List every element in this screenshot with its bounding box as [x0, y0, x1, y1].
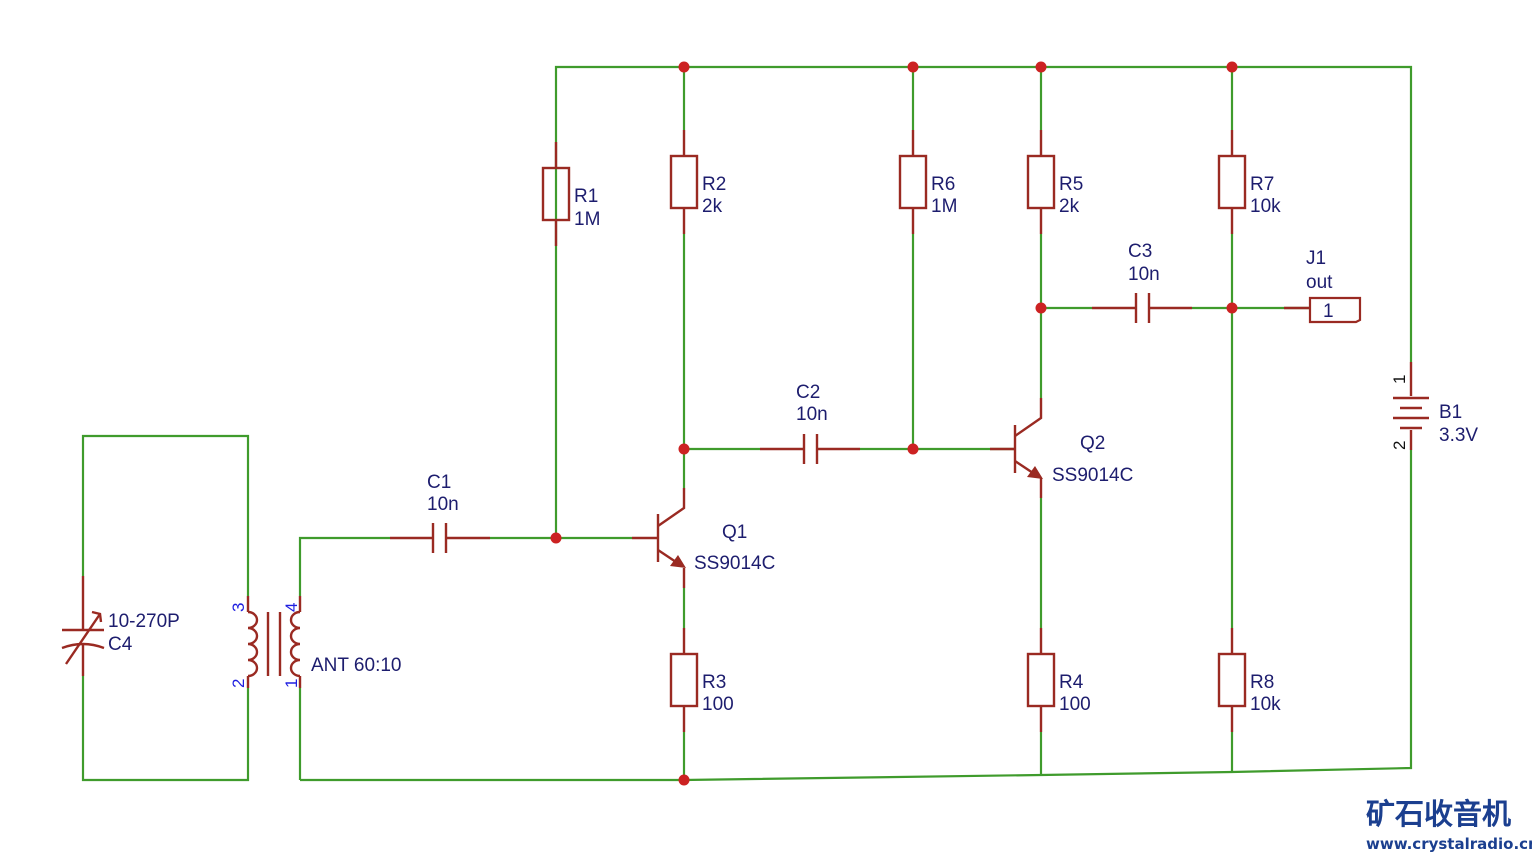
junction — [678, 774, 690, 786]
q2-name: Q2 — [1080, 433, 1105, 454]
wire-coil-c1 — [298, 536, 390, 596]
b1-name: B1 — [1439, 402, 1462, 423]
r2-name: R2 — [702, 174, 726, 195]
r2-value: 2k — [702, 196, 723, 217]
c4-value: 10-270P — [108, 611, 180, 632]
wire-gnd-rail — [300, 450, 1413, 782]
resistor-r3: R3 100 — [669, 628, 734, 732]
b1-pin-2: 2 — [1390, 441, 1409, 450]
c2-name: C2 — [796, 382, 820, 403]
c3-name: C3 — [1128, 241, 1152, 262]
q1-value: SS9014C — [694, 553, 775, 574]
junction — [678, 61, 690, 73]
c1-value: 10n — [427, 494, 459, 515]
capacitor-c1: C1 10n — [390, 472, 490, 553]
b1-pin-1: 1 — [1390, 375, 1409, 384]
watermark-url: www.crystalradio.cn — [1366, 835, 1532, 853]
c1-name: C1 — [427, 472, 451, 493]
t1-pin-1: 1 — [282, 679, 301, 688]
junction — [1035, 302, 1047, 314]
variable-capacitor-c4: 10-270P C4 — [61, 576, 180, 676]
r5-name: R5 — [1059, 174, 1083, 195]
r7-value: 10k — [1250, 196, 1281, 217]
resistor-r2: R2 2k — [669, 130, 726, 234]
resistor-r7: R7 10k — [1217, 130, 1281, 234]
junction — [1226, 302, 1238, 314]
capacitor-c3: C3 10n — [1092, 241, 1192, 323]
t1-pin-4: 4 — [282, 603, 301, 612]
r3-value: 100 — [702, 694, 734, 715]
r6-value: 1M — [931, 196, 957, 217]
junction — [1035, 61, 1047, 73]
watermark-title: 矿石收音机 — [1366, 797, 1511, 831]
r1-value: 1M — [574, 209, 600, 230]
r7-name: R7 — [1250, 174, 1274, 195]
junction — [1226, 61, 1238, 73]
r8-name: R8 — [1250, 672, 1274, 693]
junction — [907, 61, 919, 73]
battery-b1: 1 2 B1 3.3V — [1390, 362, 1478, 450]
wires — [81, 65, 1413, 782]
connector-j1: 1 J1 out — [1284, 248, 1362, 324]
wire-tank-loop — [81, 434, 250, 596]
junctions — [550, 61, 1238, 786]
capacitor-c2: C2 10n — [760, 382, 860, 464]
t1-pin-2: 2 — [229, 679, 248, 688]
j1-name: J1 — [1306, 248, 1326, 269]
j1-value: out — [1306, 272, 1333, 293]
q1-name: Q1 — [722, 522, 747, 543]
resistor-r4: R4 100 — [1026, 628, 1091, 732]
resistor-r8: R8 10k — [1217, 628, 1281, 732]
junction — [907, 443, 919, 455]
resistor-r5: R5 2k — [1026, 130, 1083, 234]
r4-value: 100 — [1059, 694, 1091, 715]
c4-name: C4 — [108, 634, 133, 655]
resistor-r1: R1 1M — [541, 142, 600, 246]
r5-value: 2k — [1059, 196, 1080, 217]
q2-value: SS9014C — [1052, 465, 1133, 486]
watermark: 矿石收音机 www.crystalradio.cn — [1366, 797, 1532, 853]
junction — [678, 443, 690, 455]
transistor-q1: Q1 SS9014C — [632, 488, 775, 588]
wire-tank-bottom — [81, 676, 250, 782]
c3-value: 10n — [1128, 264, 1160, 285]
junction — [550, 532, 562, 544]
r1-name: R1 — [574, 186, 598, 207]
r4-name: R4 — [1059, 672, 1084, 693]
r3-name: R3 — [702, 672, 726, 693]
c2-value: 10n — [796, 404, 828, 425]
b1-value: 3.3V — [1439, 425, 1478, 446]
t1-pin-3: 3 — [229, 603, 248, 612]
transistor-q2: Q2 SS9014C — [990, 398, 1133, 498]
r8-value: 10k — [1250, 694, 1281, 715]
t1-label: ANT 60:10 — [311, 655, 401, 676]
r6-name: R6 — [931, 174, 955, 195]
antenna-transformer: 3 2 4 1 ANT 60:10 — [229, 596, 401, 688]
j1-pin: 1 — [1323, 301, 1334, 322]
resistor-r6: R6 1M — [898, 130, 957, 234]
